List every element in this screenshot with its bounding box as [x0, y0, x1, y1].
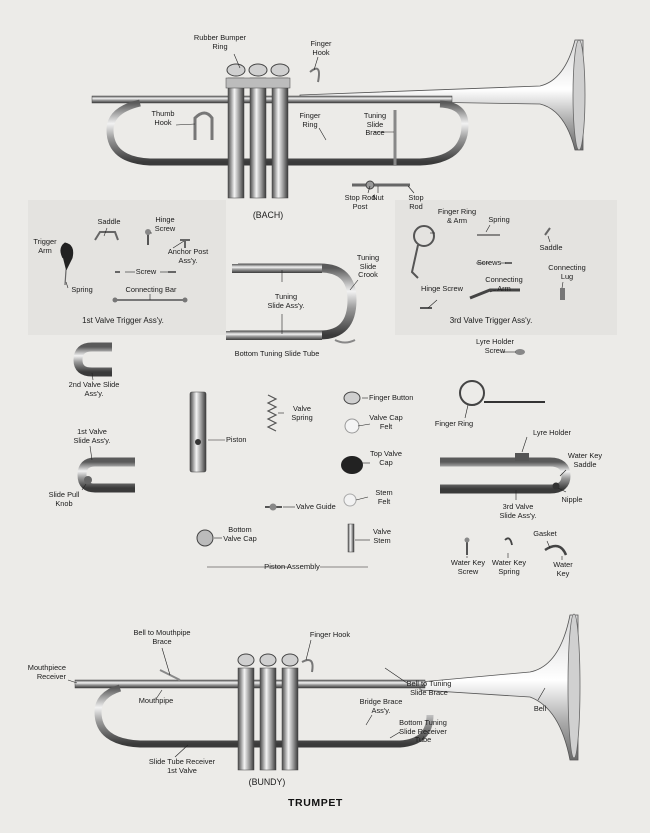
label-spring-1: Spring [71, 285, 93, 294]
label-hinge-screw-3: Hinge Screw [421, 284, 463, 293]
caption-bundy: (BUNDY) [248, 777, 286, 787]
label-stem-felt: Stem Felt [375, 488, 393, 506]
label-water-key-screw: Water Key Screw [450, 558, 486, 576]
label-hinge-screw-1: Hinge Screw [154, 215, 176, 233]
label-slide-tube-receiver: Slide Tube Receiver 1st Valve [148, 757, 216, 775]
trigger1-parts [60, 229, 190, 303]
label-tuning-slide-crook: Tuning Slide Crook [356, 253, 380, 280]
label-top-valve-cap: Top Valve Cap [370, 449, 402, 467]
label-tuning-slide-brace: Tuning Slide Brace [363, 111, 387, 138]
label-finger-ring-arm: Finger Ring & Arm [437, 207, 477, 225]
label-water-key: Water Key [553, 560, 573, 578]
trigger1-panel [28, 200, 226, 335]
label-slide-pull-knob: Slide Pull Knob [48, 490, 80, 508]
bundy-trumpet [74, 613, 581, 771]
label-finger-hook-top: Finger Hook [310, 39, 332, 57]
label-stop-rod-post: Stop Rod Post [344, 193, 376, 211]
label-third-valve-slide: 3rd Valve Slide Ass'y. [499, 502, 537, 520]
label-stop-rod: Stop Rod [408, 193, 424, 211]
label-finger-hook-bottom: Finger Hook [309, 630, 351, 639]
label-water-key-spring: Water Key Spring [491, 558, 527, 576]
label-saddle-3: Saddle [539, 243, 563, 252]
label-connecting-arm: Connecting Arm [485, 275, 523, 293]
third-valve-slide [440, 453, 571, 494]
label-valve-stem: Valve Stem [373, 527, 391, 545]
bach-trumpet [91, 39, 586, 199]
label-lyre-holder-screw: Lyre Holder Screw [476, 337, 514, 355]
label-valve-spring: Valve Spring [291, 404, 313, 422]
page-title: TRUMPET [288, 797, 343, 809]
small-parts [196, 391, 363, 553]
label-nut: Nut [372, 193, 384, 202]
label-connecting-bar: Connecting Bar [125, 285, 177, 294]
label-trigger-arm: Trigger Arm [33, 237, 57, 255]
label-screw-1: Screw [135, 267, 157, 276]
label-anchor-post: Anchor Post Ass'y. [167, 247, 209, 265]
label-bell: Bell [533, 704, 547, 713]
tuning-slide [226, 263, 357, 344]
leader-lines [62, 53, 567, 758]
caption-trigger-3: 3rd Valve Trigger Ass'y. [449, 316, 533, 325]
label-saddle-1: Saddle [97, 217, 121, 226]
label-piston: Piston [226, 435, 247, 444]
label-finger-button: Finger Button [369, 393, 414, 402]
label-nipple: Nipple [561, 495, 583, 504]
finger-ring-part [459, 349, 545, 406]
second-valve-slide [73, 342, 112, 377]
label-lyre-holder: Lyre Holder [533, 428, 571, 437]
label-thumb-hook: Thumb Hook [151, 109, 175, 127]
label-screws-3: Screws [476, 258, 502, 267]
label-valve-guide: Valve Guide [296, 502, 336, 511]
label-bottom-tuning-receiver: Bottom Tuning Slide Receiver Tube [399, 718, 447, 745]
label-rubber-bumper-ring: Rubber Bumper Ring [193, 33, 247, 51]
trigger3-parts [410, 225, 565, 309]
caption-piston-assembly: Piston Assembly [264, 562, 320, 571]
label-water-key-saddle: Water Key Saddle [567, 451, 603, 469]
first-valve-slide [77, 457, 135, 493]
label-connecting-lug: Connecting Lug [548, 263, 586, 281]
label-mouthpiece-receiver: Mouthpiece Receiver [27, 663, 66, 681]
water-key-parts [464, 537, 568, 556]
piston [189, 391, 207, 473]
label-tuning-slide-assy: Tuning Slide Ass'y. [267, 292, 305, 310]
label-gasket: Gasket [533, 529, 557, 538]
label-mouthpipe: Mouthpipe [138, 696, 174, 705]
label-spring-3: Spring [488, 215, 510, 224]
label-second-valve-slide: 2nd Valve Slide Ass'y. [68, 380, 120, 398]
label-bell-mouthpipe-brace: Bell to Mouthpipe Brace [133, 628, 191, 646]
label-bell-tuning-brace: Bell to Tuning Slide Brace [406, 679, 452, 697]
label-finger-ring-top: Finger Ring [299, 111, 321, 129]
label-bridge-brace: Bridge Brace Ass'y. [359, 697, 403, 715]
label-bottom-tuning-slide-tube: Bottom Tuning Slide Tube [234, 349, 320, 358]
label-valve-cap-felt: Valve Cap Felt [369, 413, 403, 431]
caption-trigger-1: 1st Valve Trigger Ass'y. [82, 316, 164, 325]
caption-bach: (BACH) [252, 210, 284, 220]
trigger3-panel [395, 200, 617, 335]
label-bottom-valve-cap: Bottom Valve Cap [223, 525, 257, 543]
label-first-valve-slide: 1st Valve Slide Ass'y. [73, 427, 111, 445]
label-finger-ring-mid: Finger Ring [434, 419, 474, 428]
valve-spring [266, 394, 278, 432]
